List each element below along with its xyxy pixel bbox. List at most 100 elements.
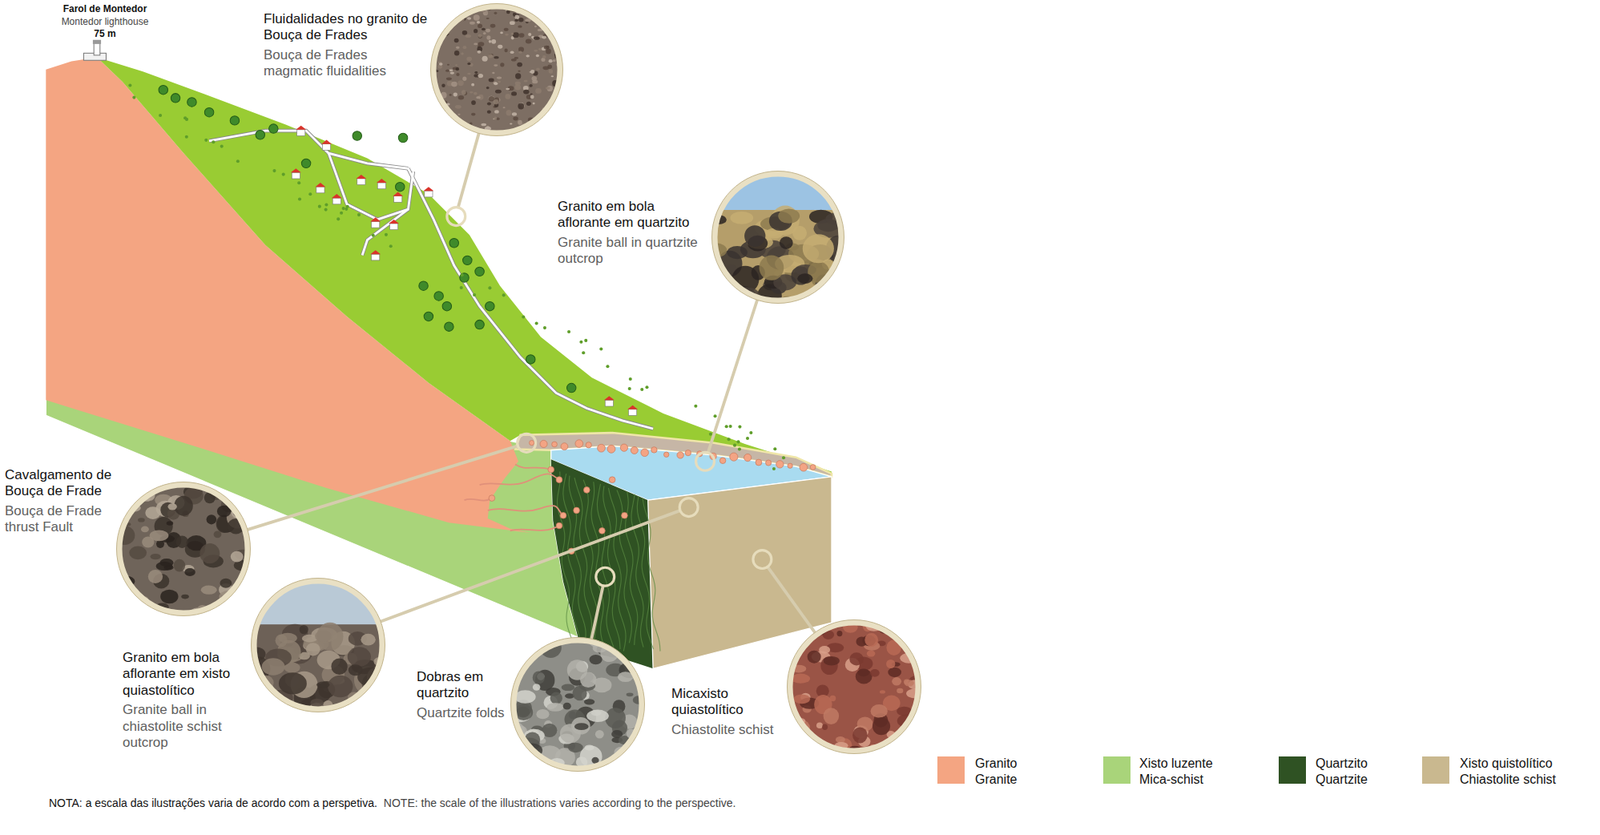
illustration-part: [549, 127, 553, 131]
illustration-part: [469, 133, 474, 138]
shrub: [298, 197, 302, 202]
tree: [419, 281, 428, 291]
illustration-part: [518, 17, 524, 22]
illustration-part: [552, 32, 557, 34]
house: [290, 168, 302, 179]
callout-caption: Granite ball in quartzite outcrop: [557, 234, 710, 268]
illustration-part: [457, 113, 460, 116]
illustration-part: [551, 128, 557, 134]
illustration-part: [213, 531, 222, 539]
legend-swatch: [937, 756, 965, 784]
illustration-part: [258, 696, 273, 711]
illustration-part: [511, 91, 517, 96]
granite-pebble: [540, 439, 548, 448]
road: [328, 153, 414, 220]
illustration-part: [562, 114, 565, 118]
illustration-part: [551, 75, 554, 77]
illustration-part: [166, 520, 174, 526]
illustration-part: [435, 32, 440, 34]
photo-frame-outline: [116, 482, 251, 617]
illustration-part: [463, 5, 466, 8]
callout-caption: Bouça de Frade thrust Fault: [4, 503, 133, 537]
shrub: [640, 387, 644, 391]
illustration-part: [886, 659, 895, 669]
illustration-part: [371, 253, 380, 261]
illustration-part: [482, 56, 488, 62]
illustration-part: [428, 39, 434, 44]
illustration-part: [545, 86, 551, 89]
illustration-part: [553, 125, 561, 133]
tree: [442, 301, 452, 311]
illustration-part: [913, 617, 923, 628]
shrub: [773, 447, 777, 451]
illustration-part: [481, 28, 486, 31]
illustration-part: [907, 640, 916, 647]
illustration-part: [249, 711, 262, 714]
tree: [269, 124, 279, 133]
granite-vein: [510, 525, 560, 531]
illustration-part: [793, 693, 811, 704]
illustration-part: [568, 742, 584, 753]
illustration-part: [628, 748, 637, 756]
illustration-part: [560, 4, 565, 11]
illustration-part: [550, 692, 563, 705]
illustration-part: [160, 589, 178, 605]
illustration-part: [299, 624, 309, 634]
granite-vein: [515, 464, 552, 470]
legend-text: Xisto quistolítico Chiastolite schist: [1459, 755, 1588, 788]
photo-circle: [785, 617, 923, 756]
illustration-part: [898, 735, 915, 750]
illustration-part: [708, 297, 758, 453]
granite-pebble: [685, 449, 691, 456]
illustration-part: [493, 56, 499, 59]
shrub: [384, 233, 388, 237]
illustration-part: [696, 451, 715, 471]
granite-ball: [608, 476, 616, 484]
illustration-part: [491, 72, 495, 74]
house: [376, 178, 387, 190]
shrub: [709, 432, 713, 436]
granite-pebble: [719, 457, 726, 464]
callout-title: Granito em bola aflorante em xisto quias…: [122, 649, 250, 699]
fold-texture: [616, 489, 632, 643]
house: [295, 125, 307, 137]
illustration-part: [471, 112, 476, 117]
illustration-part: [866, 649, 876, 657]
illustration-part: [513, 648, 526, 660]
illustration-part: [767, 566, 818, 637]
granite-pebble: [585, 442, 592, 448]
illustration-part: [371, 221, 380, 228]
illustration-part: [331, 193, 343, 198]
callout-label: Granito em bola aflorante em xisto quias…: [122, 649, 250, 751]
illustration-part: [816, 721, 823, 729]
illustration-part: [291, 172, 300, 179]
illustration-part: [496, 76, 502, 79]
illustration-part: [604, 395, 615, 400]
illustration-part: [322, 144, 331, 151]
illustration-part: [494, 12, 498, 15]
photo-frame-outline: [511, 637, 645, 772]
shrub: [599, 346, 603, 351]
illustration-part: [634, 645, 647, 661]
illustration-part: [237, 480, 245, 488]
note-text: NOTE: the scale of the illustrations var…: [383, 795, 737, 811]
illustration-part: [114, 513, 121, 520]
illustration-part: [533, 36, 541, 40]
illustration-part: [571, 717, 591, 735]
callout-caption: Granite ball in chiastolite schist outcr…: [122, 701, 250, 751]
granite-pebble: [575, 439, 584, 448]
granite-ball: [583, 487, 590, 494]
illustration-part: [552, 25, 557, 29]
illustration-part: [504, 33, 509, 37]
illustration-part: [588, 654, 602, 665]
illustration-part: [911, 623, 920, 629]
illustration-part: [388, 219, 399, 224]
illustration-part: [497, 44, 503, 49]
legend-text: Granito Granite: [975, 755, 1036, 788]
illustration-part: [543, 131, 548, 134]
shrub: [521, 315, 525, 319]
shrub: [342, 206, 346, 210]
illustration-part: [527, 32, 532, 37]
shrub: [183, 116, 187, 120]
illustration-part: [360, 633, 375, 646]
